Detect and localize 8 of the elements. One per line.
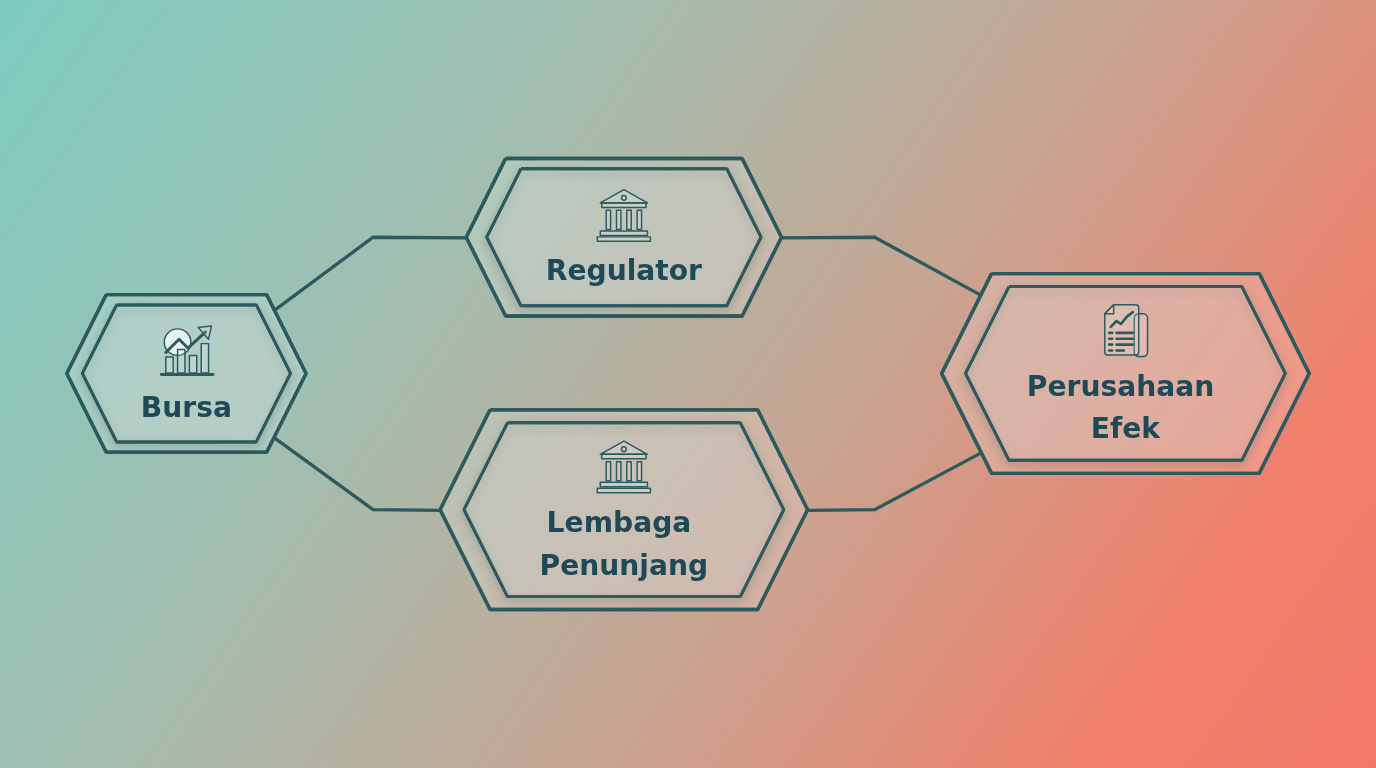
connector-line — [273, 235, 467, 312]
connector-line — [808, 451, 983, 512]
node-label: Bursa — [140, 390, 232, 426]
node-label: Lembaga Penunjang — [538, 505, 710, 583]
node-label: Regulator — [545, 254, 702, 290]
connector-line — [782, 235, 983, 298]
connector-line — [273, 436, 441, 512]
node-label: Perusahaan Efek — [1025, 369, 1216, 447]
